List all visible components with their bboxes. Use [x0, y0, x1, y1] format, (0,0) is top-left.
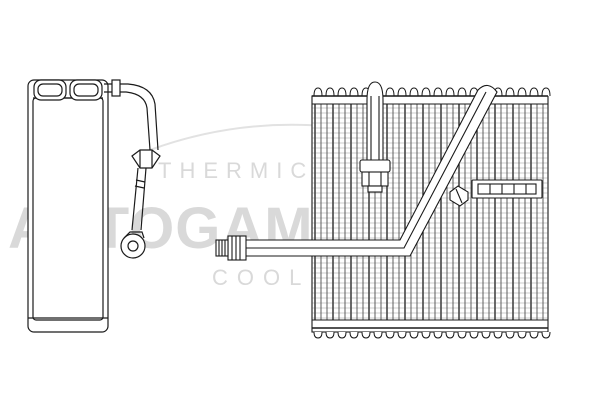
tube-cap — [433, 87, 443, 97]
tube-cap — [349, 87, 359, 97]
tube-cap — [325, 331, 335, 339]
outlet-pipe — [215, 84, 498, 261]
tube-cap — [529, 331, 539, 339]
tube-cap — [541, 87, 551, 97]
inlet-nut — [361, 171, 389, 187]
side-nut — [131, 149, 161, 169]
tube-cap — [517, 87, 527, 97]
side-header-left — [33, 79, 67, 101]
tube-cap — [313, 331, 323, 339]
service-port — [449, 185, 469, 207]
tube-cap — [313, 87, 323, 97]
tube-cap — [409, 331, 419, 339]
core-fins — [312, 104, 548, 320]
tube-cap — [433, 331, 443, 339]
tube-cap — [517, 331, 527, 339]
tube-cap — [469, 331, 479, 339]
tube-cap — [481, 331, 491, 339]
tube-cap — [337, 87, 347, 97]
tube-cap — [337, 331, 347, 339]
tube-cap — [385, 87, 395, 97]
front-view — [215, 81, 551, 339]
tube-cap — [421, 331, 431, 339]
sensor-bracket — [471, 179, 543, 199]
tube-cap — [409, 87, 419, 97]
tube-cap — [373, 331, 383, 339]
tube-cap — [397, 331, 407, 339]
tube-cap — [505, 87, 515, 97]
tube-cap — [421, 87, 431, 97]
watermark-thermic: THERMIC — [158, 158, 314, 183]
tube-cap — [445, 331, 455, 339]
tube-cap — [529, 87, 539, 97]
tube-cap — [445, 87, 455, 97]
outlet-fitting — [227, 235, 247, 261]
tube-cap — [541, 331, 551, 339]
side-body — [27, 79, 109, 333]
tube-cap — [349, 331, 359, 339]
tube-cap — [457, 87, 467, 97]
tube-cap — [493, 331, 503, 339]
side-view — [27, 79, 161, 333]
tube-cap — [325, 87, 335, 97]
tube-cap — [361, 331, 371, 339]
core-caps — [313, 87, 551, 339]
tube-cap — [457, 331, 467, 339]
tube-cap — [397, 87, 407, 97]
tube-cap — [385, 331, 395, 339]
side-header-right — [69, 79, 103, 101]
inlet-pipe — [359, 81, 391, 193]
side-flange — [120, 233, 146, 259]
tube-cap — [505, 331, 515, 339]
